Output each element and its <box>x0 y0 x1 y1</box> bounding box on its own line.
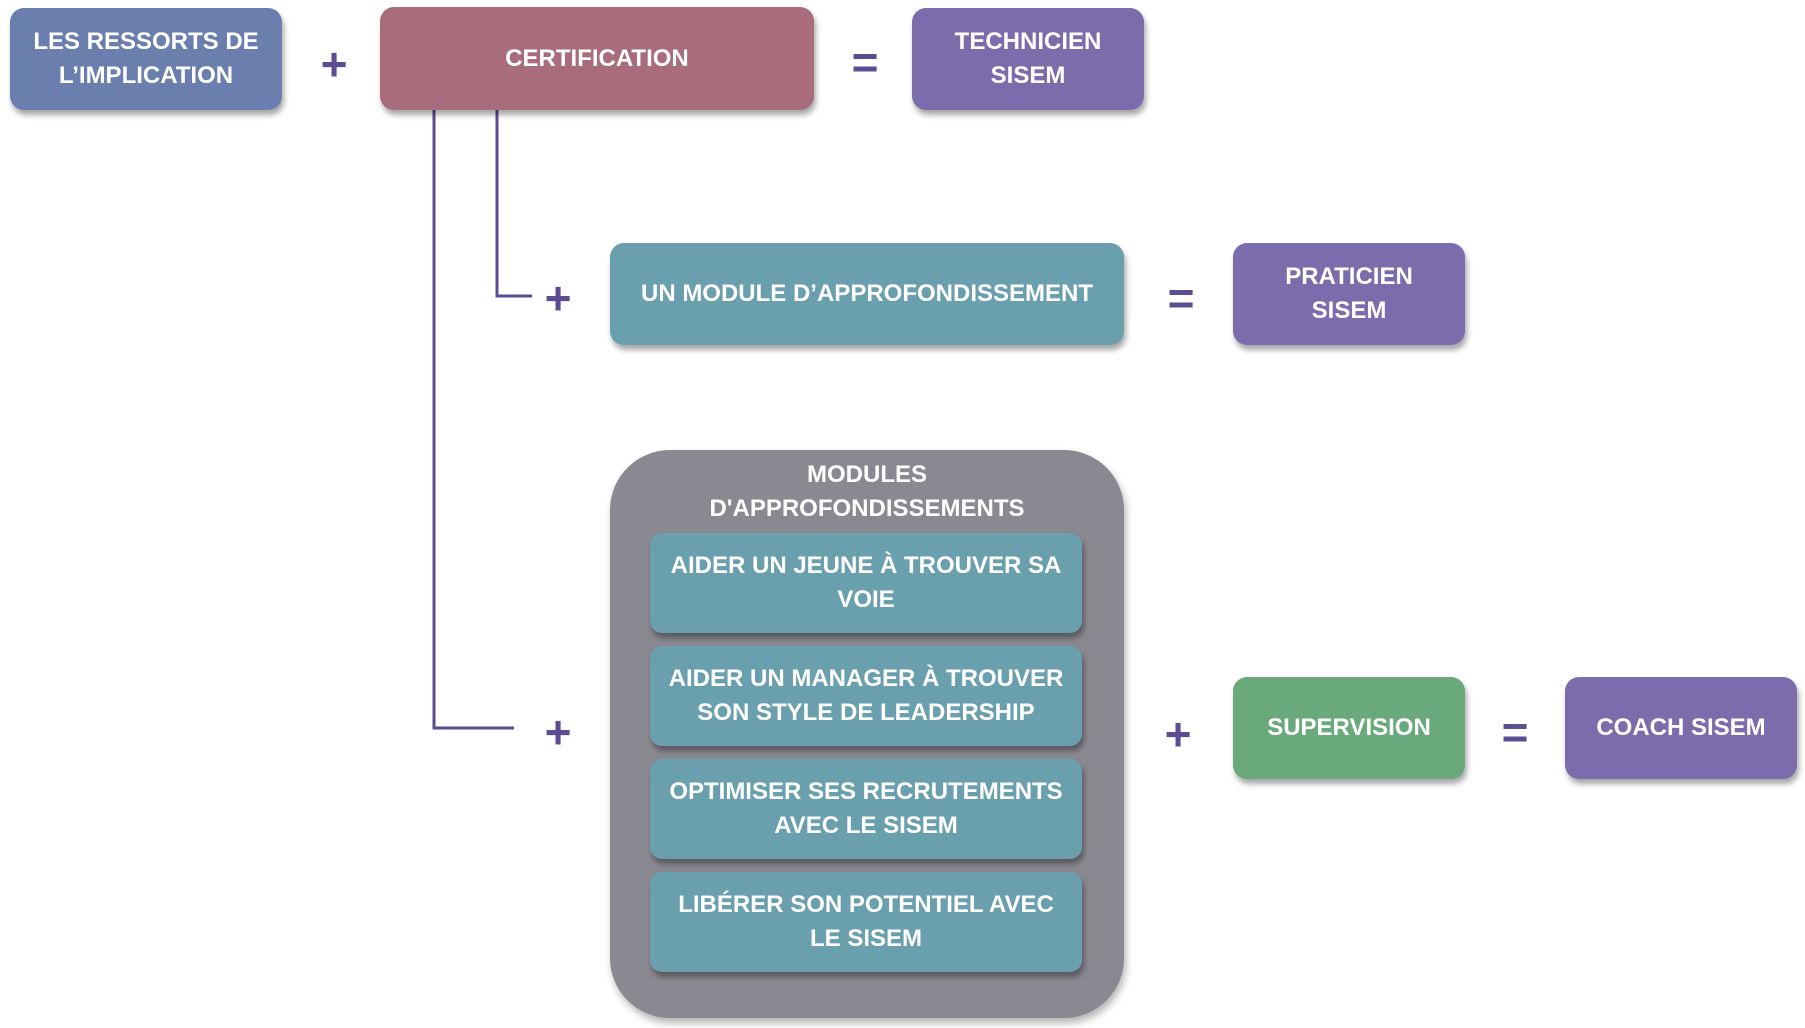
module-item: LIBÉRER SON POTENTIEL AVEC LE SISEM <box>650 872 1082 972</box>
modules-group-title: MODULES D'APPROFONDISSEMENTS <box>709 461 1025 522</box>
box-certification: CERTIFICATION <box>380 7 814 110</box>
module-item: AIDER UN MANAGER À TROUVER SON STYLE DE … <box>650 646 1082 746</box>
equals-sign: = <box>1501 706 1529 758</box>
equals-sign: = <box>1167 272 1195 324</box>
box-coach-sisem: COACH SISEM <box>1565 677 1797 779</box>
box-ressorts-implication: LES RESSORTS DE L’IMPLICATION <box>10 8 282 110</box>
box-module-approfondissement: UN MODULE D’APPROFONDISSEMENT <box>610 243 1124 345</box>
connector-to-modules-group <box>432 110 514 730</box>
plus-sign: + <box>544 272 572 324</box>
box-supervision: SUPERVISION <box>1233 677 1465 779</box>
box-praticien-sisem: PRATICIEN SISEM <box>1233 243 1465 345</box>
box-technicien-sisem: TECHNICIEN SISEM <box>912 8 1144 110</box>
equals-sign: = <box>851 36 879 88</box>
plus-sign: + <box>320 38 348 90</box>
module-item: OPTIMISER SES RECRUTEMENTS AVEC LE SISEM <box>650 759 1082 859</box>
module-item: AIDER UN JEUNE À TROUVER SA VOIE <box>650 533 1082 633</box>
modules-group: MODULES D'APPROFONDISSEMENTS AIDER UN JE… <box>610 450 1124 1018</box>
plus-sign: + <box>1164 708 1192 760</box>
connector-to-module <box>495 110 532 298</box>
plus-sign: + <box>544 706 572 758</box>
